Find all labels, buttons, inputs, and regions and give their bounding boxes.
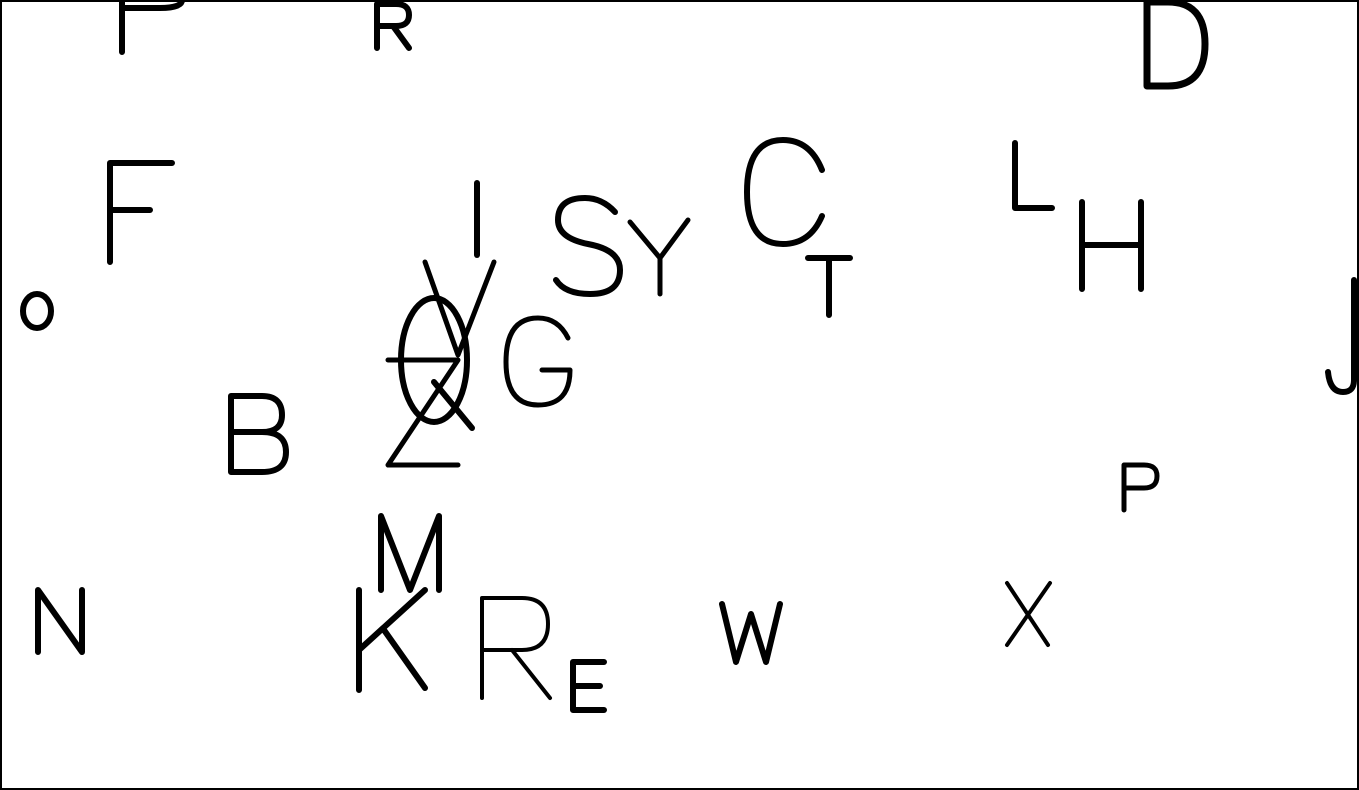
glyph-H — [1079, 199, 1144, 292]
glyph-X — [1005, 581, 1052, 647]
glyph-o — [20, 291, 54, 331]
glyph-S — [553, 195, 623, 297]
glyph-W — [719, 601, 783, 665]
glyph-B — [228, 393, 289, 475]
glyph-Y — [627, 217, 691, 297]
glyph-V — [422, 259, 497, 358]
glyph-R-top — [374, 1, 412, 51]
glyph-Z — [385, 357, 461, 468]
glyph-G — [503, 315, 573, 408]
glyph-P-right — [1121, 462, 1160, 513]
glyph-J — [1325, 277, 1357, 395]
glyph-E — [570, 659, 607, 713]
glyph-M — [378, 513, 442, 593]
glyph-K — [356, 587, 428, 693]
glyph-C — [744, 137, 825, 247]
glyph-D — [1143, 0, 1209, 90]
glyph-L — [1012, 140, 1055, 211]
glyph-T — [805, 255, 853, 318]
glyph-N — [35, 587, 85, 655]
glyph-Q — [398, 295, 475, 431]
glyph-R-bottom — [480, 596, 552, 700]
glyph-P-top — [119, 0, 185, 55]
glyph-F — [107, 160, 175, 265]
